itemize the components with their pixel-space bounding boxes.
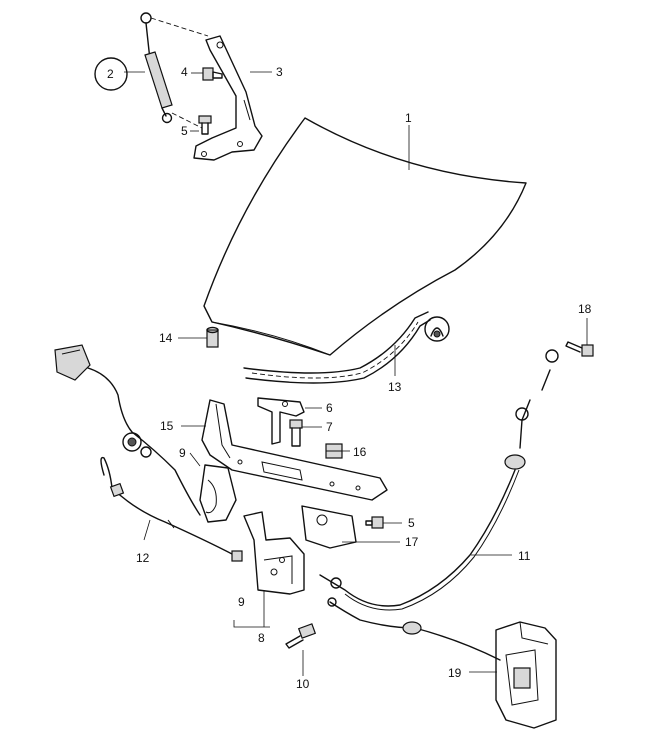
seal-strip [243, 311, 431, 384]
screw-12 [231, 550, 243, 562]
callout-15: 15 [160, 419, 174, 433]
gas-strut [140, 12, 173, 124]
clamp-9 [199, 464, 237, 523]
bolt-7 [289, 419, 303, 447]
callout-19: 19 [448, 666, 462, 680]
bolt-10 [285, 623, 317, 649]
callout-circle-2 [94, 57, 128, 91]
cable-grommet [122, 432, 152, 458]
callout-17: 17 [405, 535, 419, 549]
callout-5-upper: 5 [181, 124, 188, 138]
lock-carrier [201, 399, 388, 501]
callout-9-lower: 9 [238, 595, 245, 609]
callout-14: 14 [159, 331, 173, 345]
cable-11 [319, 349, 559, 611]
handle-cable [87, 367, 201, 516]
grease-symbol-icon [424, 316, 450, 342]
hood-hinge [193, 35, 263, 161]
latch-8 [243, 511, 305, 595]
screw-18 [565, 341, 594, 357]
hood-panel [203, 117, 527, 356]
callout-8: 8 [258, 631, 265, 645]
callout-18: 18 [578, 302, 592, 316]
bump-stop [206, 326, 219, 348]
callout-11: 11 [518, 549, 531, 563]
callout-1: 1 [405, 111, 412, 125]
callout-2: 2 [107, 67, 114, 81]
cable-12 [100, 456, 235, 556]
screw-5-lower [365, 516, 384, 529]
release-handle [54, 344, 91, 381]
callout-12: 12 [136, 551, 150, 565]
callout-3: 3 [276, 65, 283, 79]
bracket-17 [301, 505, 357, 549]
callout-10: 10 [296, 677, 310, 691]
bracket-6 [257, 397, 305, 445]
screw-5-upper [198, 115, 212, 135]
clip-16 [325, 443, 343, 459]
callout-6: 6 [326, 401, 333, 415]
callout-9-upper: 9 [179, 446, 186, 460]
callout-4: 4 [181, 65, 188, 79]
callout-16: 16 [353, 445, 367, 459]
callout-5-lower: 5 [408, 516, 415, 530]
callout-7: 7 [326, 420, 333, 434]
bolt-4 [202, 67, 223, 81]
latch-19 [495, 621, 557, 729]
cable-19 [329, 601, 501, 661]
callout-13: 13 [388, 380, 402, 394]
